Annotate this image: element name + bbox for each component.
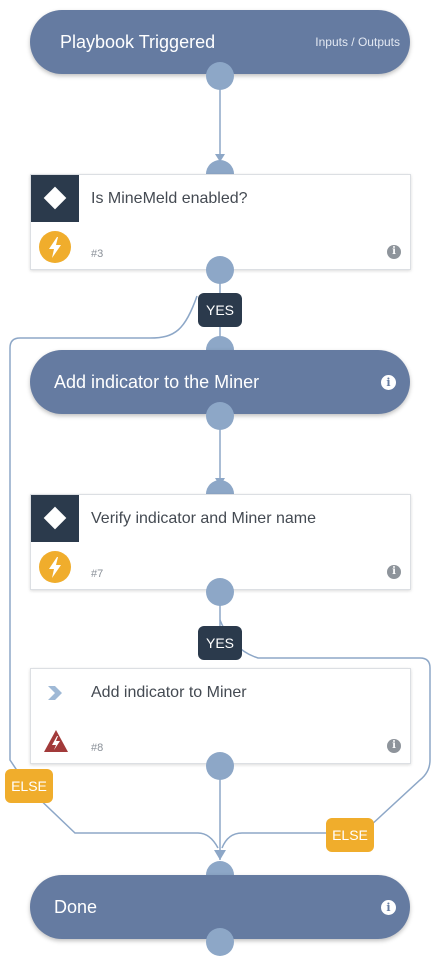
connector-port[interactable] — [206, 62, 234, 90]
task-3-title: Is MineMeld enabled? — [91, 190, 248, 207]
diamond-icon — [43, 506, 67, 530]
task-3-card[interactable]: Is MineMeld enabled? #3 i — [30, 174, 411, 270]
task-7-title: Verify indicator and Miner name — [91, 510, 316, 527]
connector-port[interactable] — [206, 578, 234, 606]
info-icon[interactable]: i — [387, 739, 401, 753]
inputs-outputs-link[interactable]: Inputs / Outputs — [315, 35, 400, 49]
connector-port[interactable] — [206, 256, 234, 284]
yes-branch-label[interactable]: YES — [198, 626, 242, 660]
info-icon[interactable]: i — [381, 900, 396, 915]
task-7-id: #7 — [91, 568, 104, 580]
yes-branch-label[interactable]: YES — [198, 293, 242, 327]
warning-bolt-icon — [43, 729, 69, 758]
connector-port[interactable] — [206, 928, 234, 956]
done-title: Done — [54, 897, 98, 917]
task-3-id: #3 — [91, 248, 104, 260]
add-indicator-to-the-miner-title: Add indicator to the Miner — [54, 372, 260, 392]
lightning-bolt-icon — [39, 231, 71, 263]
lightning-bolt-icon — [39, 551, 71, 583]
diamond-icon — [43, 186, 67, 210]
condition-icon-box — [31, 175, 79, 222]
else-branch-label-right[interactable]: ELSE — [326, 818, 374, 852]
connector-port[interactable] — [206, 752, 234, 780]
info-icon[interactable]: i — [381, 375, 396, 390]
task-7-card[interactable]: Verify indicator and Miner name #7 i — [30, 494, 411, 590]
chevron-right-icon — [45, 683, 65, 708]
playbook-triggered-title: Playbook Triggered — [60, 32, 216, 52]
task-8-card[interactable]: Add indicator to Miner #8 i — [30, 668, 411, 764]
info-icon[interactable]: i — [387, 245, 401, 259]
task-8-id: #8 — [91, 742, 104, 754]
task-8-title: Add indicator to Miner — [91, 684, 247, 701]
connector-port[interactable] — [206, 402, 234, 430]
info-icon[interactable]: i — [387, 565, 401, 579]
else-branch-label-left[interactable]: ELSE — [5, 769, 53, 803]
condition-icon-box — [31, 495, 79, 542]
